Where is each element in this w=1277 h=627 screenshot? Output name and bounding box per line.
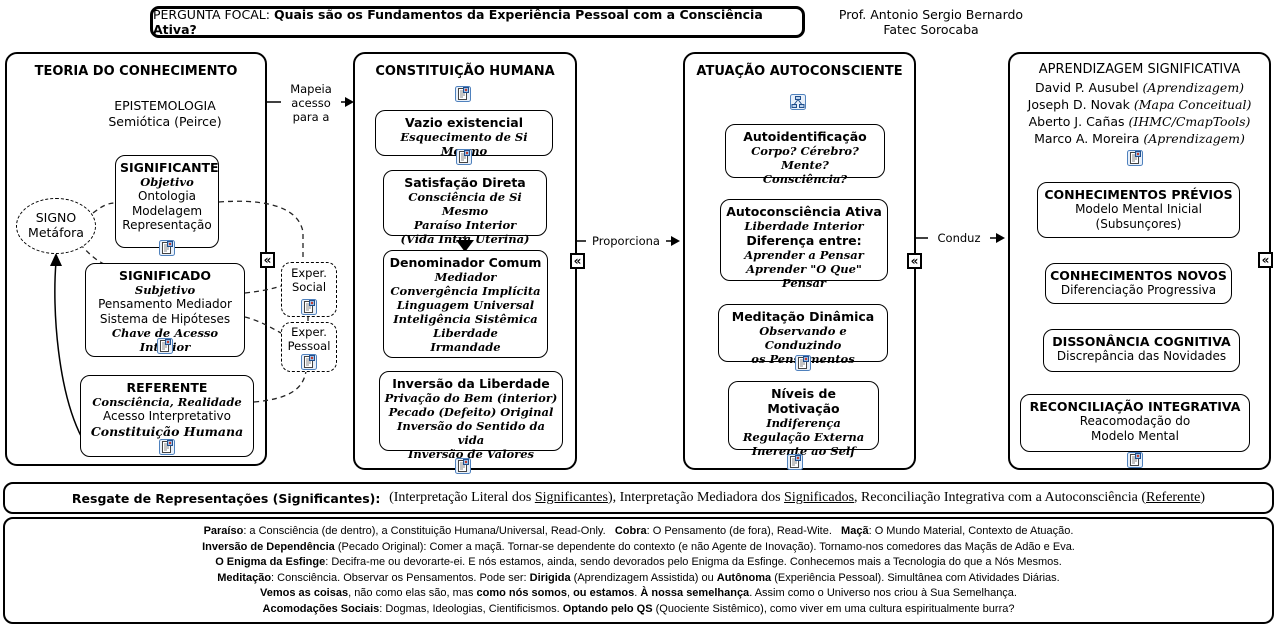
note-line: Paraíso: a Consciência (de dentro), a Co… — [203, 525, 1074, 537]
dissonancia-cognitiva-node[interactable]: DISSONÂNCIA COGNITIVA Discrepância das N… — [1043, 329, 1240, 372]
meditacao-dinamica-node[interactable]: Meditação Dinâmica Observando e Conduzin… — [718, 304, 888, 371]
exper-pessoal-node[interactable]: Exper.Pessoal — [281, 322, 337, 372]
resource-icon[interactable] — [159, 439, 175, 455]
focal-question-text: PERGUNTA FOCAL: Quais são os Fundamentos… — [153, 7, 763, 37]
inversao-liberdade-node[interactable]: Inversão da Liberdade Privação do Bem (i… — [379, 371, 563, 461]
author-line: Aberto J. Cañas (IHMC/CmapTools) — [1028, 114, 1251, 129]
resource-icon[interactable] — [455, 86, 471, 102]
focal-question-box: PERGUNTA FOCAL: Quais são os Fundamentos… — [150, 6, 805, 38]
conhecimentos-previos-node[interactable]: CONHECIMENTOS PRÉVIOS Modelo Mental Inic… — [1037, 182, 1240, 238]
collapse-chevron[interactable]: « — [570, 253, 585, 269]
author-line: David P. Ausubel (Aprendizagem) — [1034, 80, 1245, 95]
autoconsciencia-ativa-node[interactable]: Autoconsciência Ativa Liberdade Interior… — [720, 199, 888, 290]
note-line: Inversão de Dependência (Pecado Original… — [202, 540, 1075, 553]
reconciliacao-integrativa-node[interactable]: RECONCILIAÇÃO INTEGRATIVA Reacomodação d… — [1020, 394, 1250, 452]
autoidentificacao-node[interactable]: Autoidentificação Corpo? Cérebro? Mente?… — [725, 124, 885, 186]
conhecimentos-novos-node[interactable]: CONHECIMENTOS NOVOS Diferenciação Progre… — [1045, 263, 1232, 304]
resource-icon[interactable] — [157, 338, 173, 354]
note-line: Vemos as coisas, não como elas são, mas … — [260, 587, 1017, 599]
resource-icon[interactable] — [455, 458, 471, 474]
referente-node[interactable]: REFERENTE Consciência, Realidade Acesso … — [80, 375, 254, 457]
resgate-label: Resgate de Representações (Significantes… — [71, 490, 390, 506]
resource-icon[interactable] — [795, 355, 811, 371]
aprendizagem-title: APRENDIZAGEM SIGNIFICATIVA — [1038, 62, 1241, 77]
resgate-bar: Resgate de Representações (Significantes… — [3, 482, 1274, 514]
aprendizagem-authors: David P. Ausubel (Aprendizagem) Joseph D… — [1018, 79, 1261, 147]
collapse-chevron[interactable]: « — [260, 252, 275, 268]
satisfacao-direta-node[interactable]: Satisfação Direta Consciência de Si Mesm… — [383, 170, 547, 246]
link-label-proporciona[interactable]: Proporciona — [586, 234, 666, 248]
resource-icon[interactable] — [301, 354, 317, 370]
author-line: Joseph D. Novak (Mapa Conceitual) — [1027, 97, 1252, 112]
resgate-text: (Interpretação Literal dos Significantes… — [389, 490, 1206, 505]
note-line: Meditação: Consciência. Observar os Pens… — [217, 571, 1060, 584]
teoria-title: TEORIA DO CONHECIMENTO — [34, 64, 238, 79]
note-line: Acomodações Sociais: Dogmas, Ideologias,… — [262, 602, 1015, 615]
collapse-chevron[interactable]: « — [1258, 252, 1273, 268]
resource-icon[interactable] — [159, 240, 175, 256]
notes-box: Paraíso: a Consciência (de dentro), a Co… — [3, 517, 1274, 624]
link-label-conduz[interactable]: Conduz — [928, 231, 990, 245]
author-line: Marco A. Moreira (Aprendizagem) — [1034, 131, 1245, 146]
resource-icon[interactable] — [1127, 452, 1143, 468]
exper-social-node[interactable]: Exper.Social — [281, 262, 337, 317]
concept-map-icon[interactable] — [790, 94, 806, 110]
collapse-chevron[interactable]: « — [907, 253, 922, 269]
note-line: O Enigma da Esfinge: Decifra-me ou devor… — [215, 556, 1062, 568]
resource-icon[interactable] — [456, 149, 472, 165]
resource-icon[interactable] — [301, 299, 317, 315]
resource-icon[interactable] — [1127, 150, 1143, 166]
constituicao-title: CONSTITUIÇÃO HUMANA — [375, 64, 555, 79]
resource-icon[interactable] — [787, 454, 803, 470]
significado-node[interactable]: SIGNIFICADO Subjetivo Pensamento Mediado… — [85, 263, 245, 357]
vazio-existencial-node[interactable]: Vazio existencial Esquecimento de Si Mes… — [375, 110, 553, 165]
atuacao-title: ATUAÇÃO AUTOCONSCIENTE — [696, 64, 903, 79]
